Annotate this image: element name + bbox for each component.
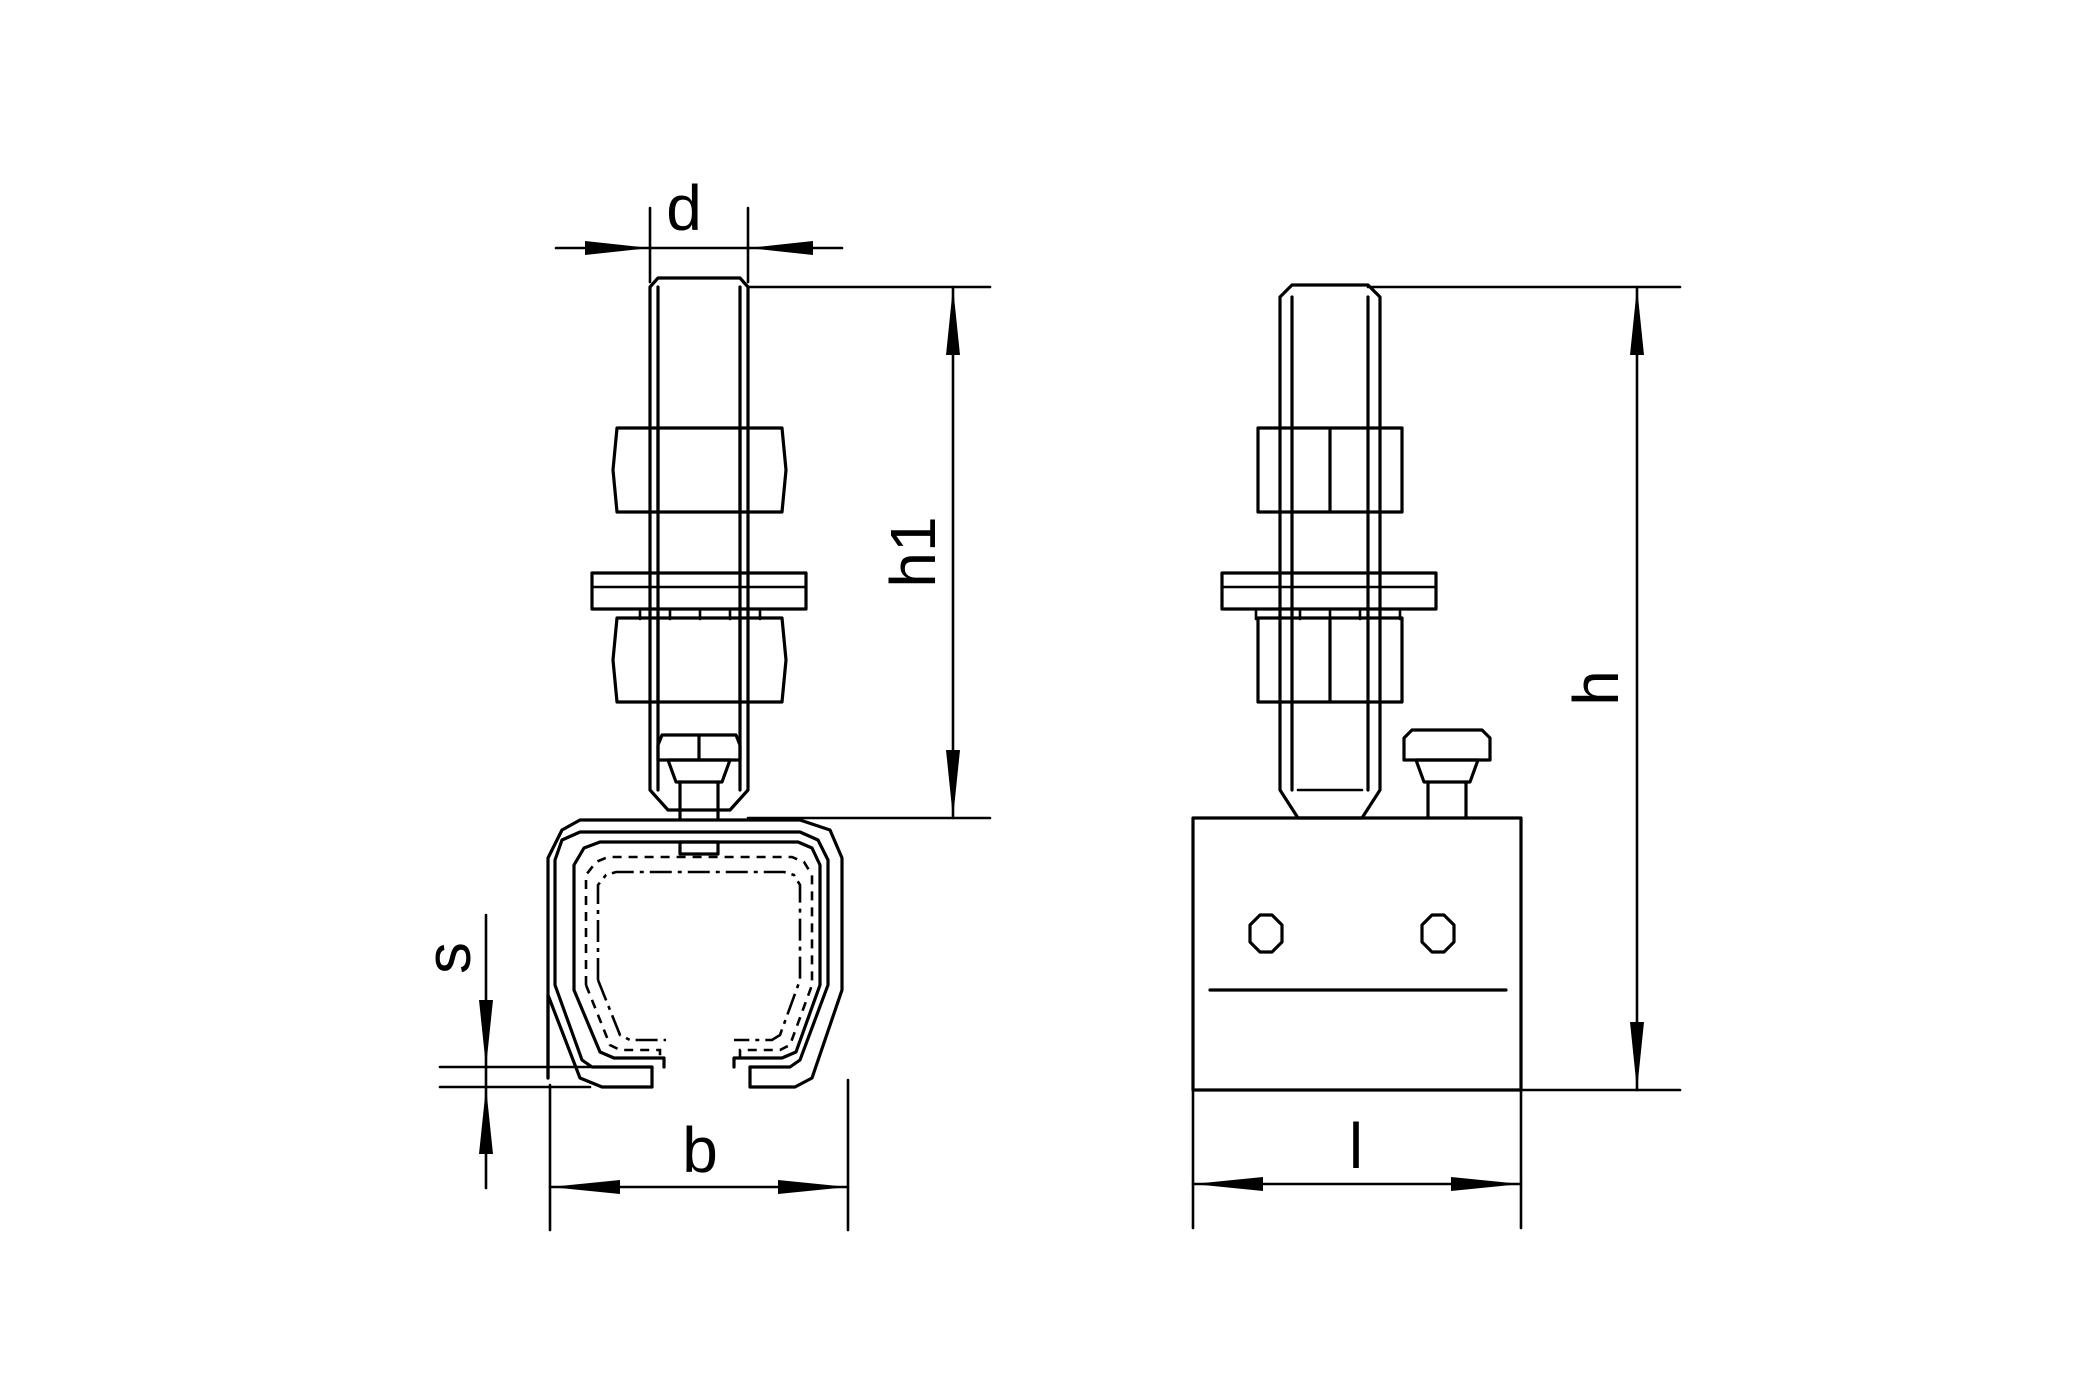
- small-bolt: [656, 733, 742, 820]
- side-small-bolt: [1402, 728, 1492, 820]
- side-upper-nut: [1256, 426, 1404, 514]
- dimension-l: l: [1191, 1088, 1523, 1230]
- dimension-b: b: [548, 1078, 850, 1232]
- dim-label-h1: h1: [877, 516, 949, 587]
- dim-label-s: s: [412, 942, 484, 974]
- side-washer: [1220, 571, 1438, 621]
- side-lower-nut: [1256, 616, 1404, 704]
- rivet-left: [1248, 913, 1284, 954]
- dimension-s: s: [412, 913, 592, 1190]
- front-view: [546, 276, 844, 1089]
- trolley-body-front: [546, 818, 844, 1089]
- side-threaded-rod: [1278, 283, 1382, 820]
- dimension-h1: h1: [746, 285, 992, 820]
- rail-section: [584, 855, 814, 1060]
- rivet-right: [1420, 913, 1456, 954]
- lower-nut: [611, 616, 788, 704]
- upper-nut: [611, 426, 788, 514]
- dim-label-h: h: [1560, 670, 1632, 706]
- trolley-body-side: [1191, 816, 1523, 1092]
- dimension-d: d: [554, 172, 844, 284]
- dim-label-d: d: [666, 172, 702, 244]
- dimension-h: h: [1366, 285, 1682, 1092]
- dim-label-b: b: [682, 1114, 718, 1186]
- side-view: [1191, 283, 1523, 1092]
- threaded-rod: [648, 276, 750, 812]
- dim-label-l: l: [1349, 1110, 1363, 1182]
- washer: [590, 571, 808, 621]
